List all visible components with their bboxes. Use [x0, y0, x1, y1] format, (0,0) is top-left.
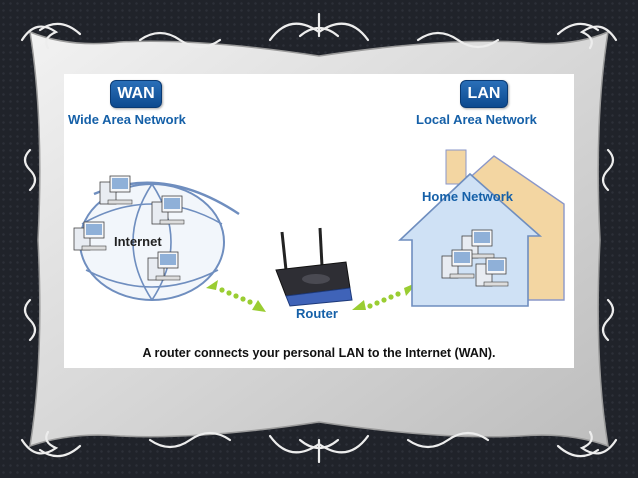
- router-label: Router: [296, 306, 338, 321]
- diagram-caption: A router connects your personal LAN to t…: [142, 346, 496, 360]
- internet-label: Internet: [114, 234, 162, 249]
- ornament-left: [23, 148, 37, 342]
- ornament-top-left: [20, 22, 82, 50]
- lan-badge: LAN: [460, 80, 508, 108]
- ornament-bottom-left: [20, 430, 82, 458]
- router-icon: [275, 227, 353, 307]
- internet-globe-icon: [79, 181, 240, 301]
- lan-title: Local Area Network: [416, 112, 537, 127]
- double-arrow-icon: [206, 280, 266, 312]
- home-network-label: Home Network: [422, 189, 514, 204]
- ornament-right: [601, 148, 615, 342]
- ornament-bottom-right: [556, 430, 618, 458]
- wan-badge: WAN: [110, 80, 162, 108]
- ornament-top-right: [556, 22, 618, 50]
- computer-icon: [99, 175, 133, 205]
- diagram-panel: Internet Router: [64, 74, 574, 368]
- ornament-top-center: [268, 12, 370, 42]
- network-diagram: Internet Router: [73, 149, 565, 321]
- double-arrow-icon: [352, 282, 418, 310]
- ornament-bottom-center: [268, 434, 370, 464]
- computer-icon: [73, 221, 107, 251]
- wan-title: Wide Area Network: [68, 112, 186, 127]
